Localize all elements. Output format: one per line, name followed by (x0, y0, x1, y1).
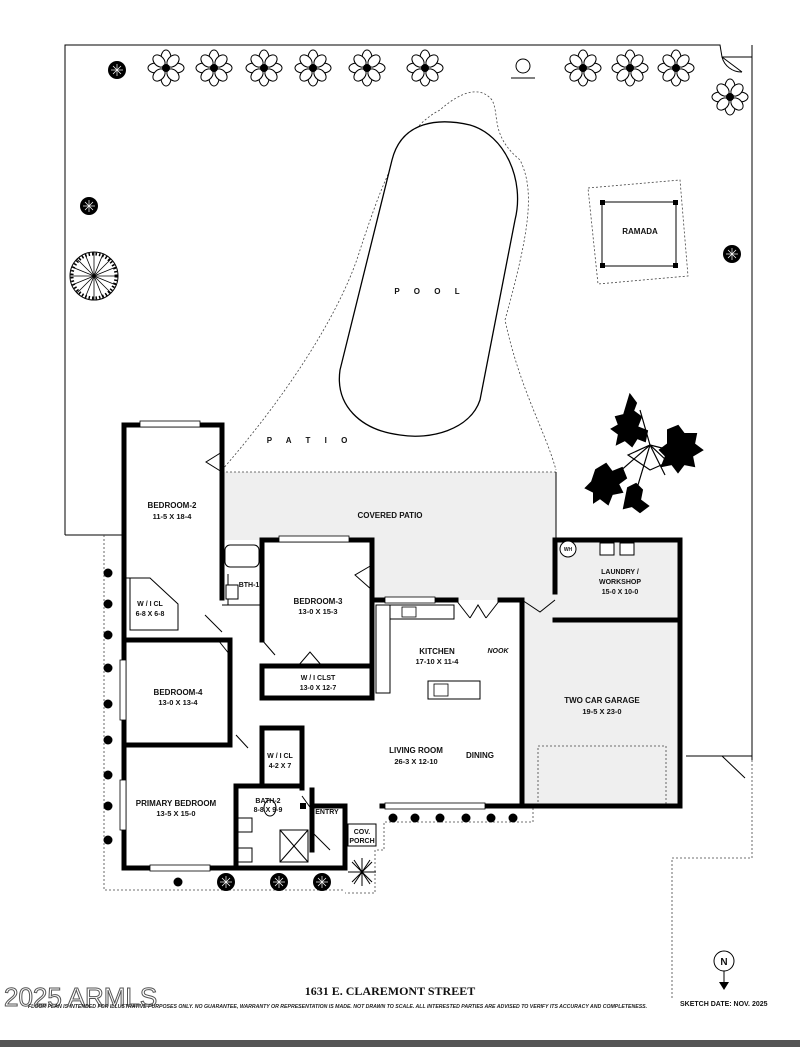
ramada: RAMADA (587, 179, 689, 285)
primary-bedroom-dims: 13-5 X 15-0 (156, 809, 195, 818)
bedroom-2-label: BEDROOM-2 (148, 501, 197, 510)
kitchen-label: KITCHEN (419, 647, 455, 656)
garage-dims: 19-5 X 23-0 (582, 707, 621, 716)
small-circle-planter-icon (511, 58, 535, 79)
spiky-plant-icon (348, 858, 376, 886)
bedroom-3-label: BEDROOM-3 (294, 597, 343, 606)
dashed-landscape-lines (103, 91, 753, 1000)
walkin-closet-2-label: W / I CL (137, 601, 163, 608)
garage-label: TWO CAR GARAGE (564, 696, 640, 705)
walkin-closet-primary-label: W / I CL (267, 753, 293, 760)
copyright-watermark: 2025 ARMLS (3, 982, 158, 1013)
walkin-closet-3-label: W / I CLST (301, 675, 336, 682)
laundry-label: LAUNDRY / (601, 569, 639, 576)
pool: P O O L (338, 121, 519, 437)
living-room-label: LIVING ROOM (389, 746, 443, 755)
cov-porch-label-2: PORCH (349, 838, 374, 845)
doors (204, 451, 556, 851)
walkin-closet-2-dims: 6-8 X 6-8 (136, 611, 165, 618)
bath-2-dims: 8-8 X 9-9 (254, 807, 283, 814)
bedroom-2-dims: 11-5 X 18-4 (153, 512, 193, 521)
laundry-dims: 15-0 X 10-0 (602, 589, 639, 596)
bath-2-label: BATH-2 (255, 798, 280, 805)
living-room-dims: 26-3 X 12-10 (394, 757, 437, 766)
sketch-date: SKETCH DATE: NOV. 2025 (680, 1001, 768, 1008)
water-heater-label: WH (564, 547, 573, 553)
tree-icon (584, 392, 704, 514)
dining-label: DINING (466, 751, 494, 760)
kitchen-dims: 17-10 X 11-4 (416, 657, 460, 666)
yard-boundary (64, 44, 753, 779)
ramada-label: RAMADA (622, 227, 658, 236)
covered-patio: COVERED PATIO (222, 471, 557, 600)
kitchen-fixtures: WH (375, 540, 635, 700)
bedroom-4-label: BEDROOM-4 (154, 688, 203, 697)
walkin-closet-primary-dims: 4-2 X 7 (269, 763, 292, 770)
flower-plant-icon (147, 49, 749, 116)
compass-north-icon: N (713, 950, 735, 990)
compass-label: N (720, 957, 727, 968)
round-shrub-icon (69, 251, 119, 301)
bedroom-4-dims: 13-0 X 13-4 (158, 698, 198, 707)
bath-fixtures (224, 544, 309, 863)
primary-bedroom-label: PRIMARY BEDROOM (136, 799, 217, 808)
cov-porch-label-1: COV. (354, 829, 371, 836)
bottom-bar (0, 1040, 800, 1047)
bedroom-3-dims: 13-0 X 15-3 (298, 607, 337, 616)
address-title: 1631 E. CLAREMONT STREET (304, 984, 476, 998)
pool-label: P O O L (394, 287, 465, 296)
windows (119, 420, 486, 872)
disclaimer-text: FLOOR PLAN IS INTENDED FOR ILLUSTRATIVE … (28, 1004, 648, 1010)
workshop-label: WORKSHOP (599, 579, 641, 586)
nook-label: NOOK (488, 648, 510, 655)
bath-1-label: BTH-1 (239, 582, 260, 589)
patio-label: P A T I O (267, 436, 354, 445)
entry-label: ENTRY (315, 809, 339, 816)
walkin-closet-3-dims: 13-0 X 12-7 (300, 685, 337, 692)
covered-patio-label: COVERED PATIO (357, 511, 422, 520)
